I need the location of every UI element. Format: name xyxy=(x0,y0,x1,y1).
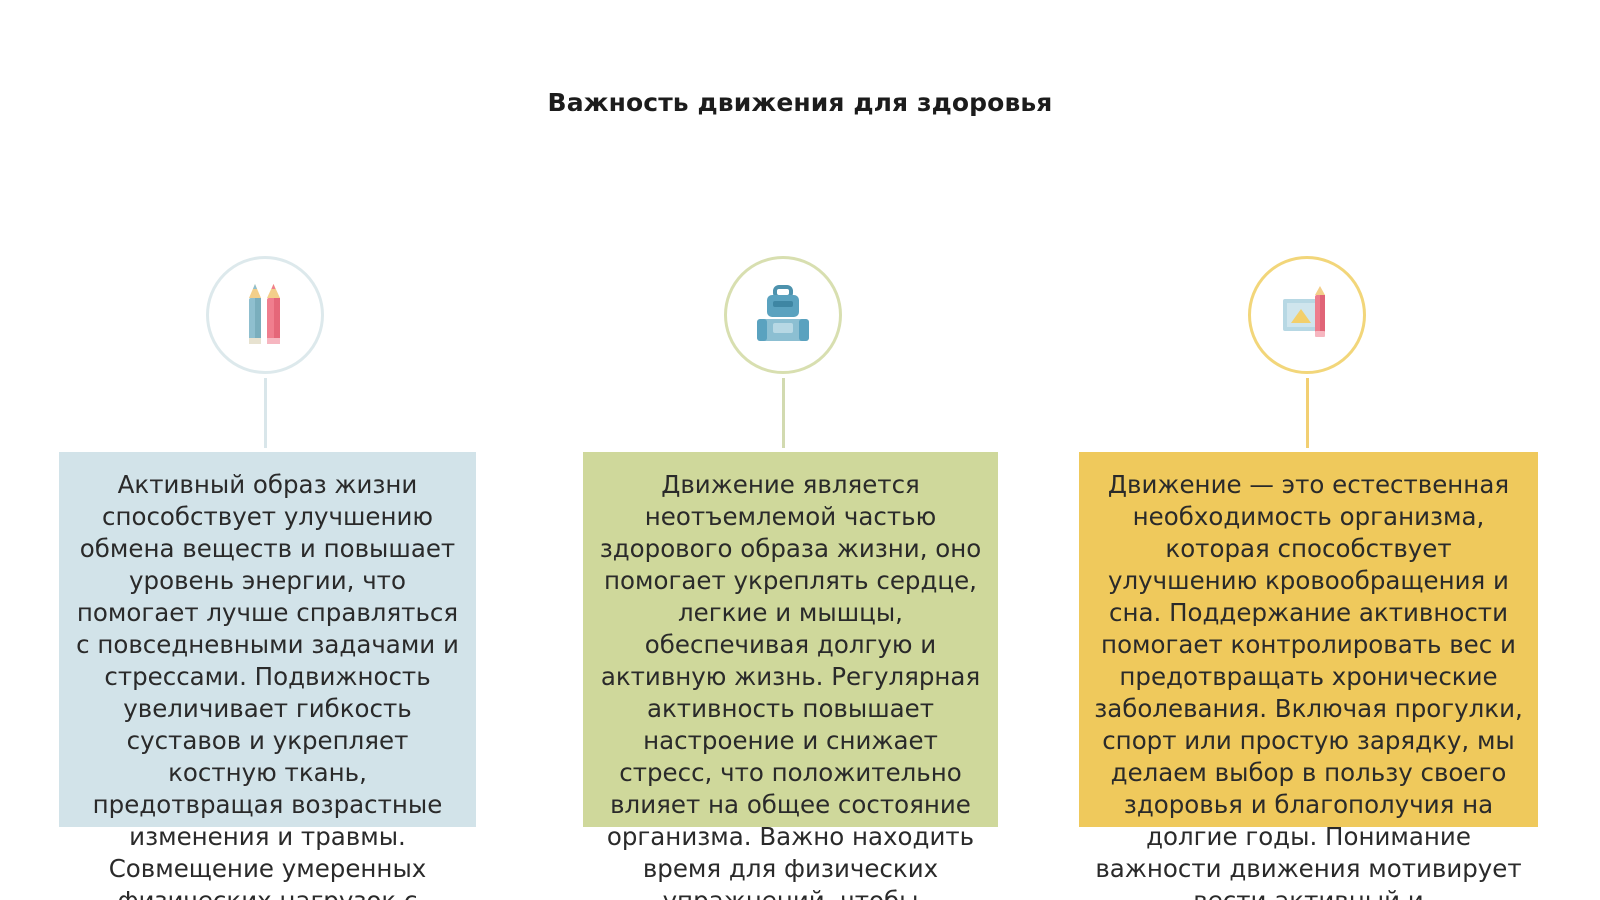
backpack-icon xyxy=(757,285,809,341)
connector-line-2 xyxy=(782,378,785,448)
slide-title: Важность движения для здоровья xyxy=(547,88,1053,117)
picture-pencil-icon xyxy=(1283,286,1325,337)
connector-line-1 xyxy=(264,378,267,448)
info-card-2: Движение является неотъемлемой частью зд… xyxy=(583,452,998,900)
icon-circle-1 xyxy=(206,256,324,374)
card-3-text: Движение — это естественная необходимост… xyxy=(1094,470,1523,900)
info-card-1: Активный образ жизни способствует улучше… xyxy=(59,452,476,900)
icon-circle-3 xyxy=(1248,256,1366,374)
icon-circle-2 xyxy=(724,256,842,374)
info-card-3: Движение — это естественная необходимост… xyxy=(1079,452,1538,900)
card-2-text: Движение является неотъемлемой частью зд… xyxy=(599,470,982,900)
card-1-text: Активный образ жизни способствует улучше… xyxy=(76,470,459,900)
pencils-icon xyxy=(249,284,280,344)
connector-line-3 xyxy=(1306,378,1309,448)
